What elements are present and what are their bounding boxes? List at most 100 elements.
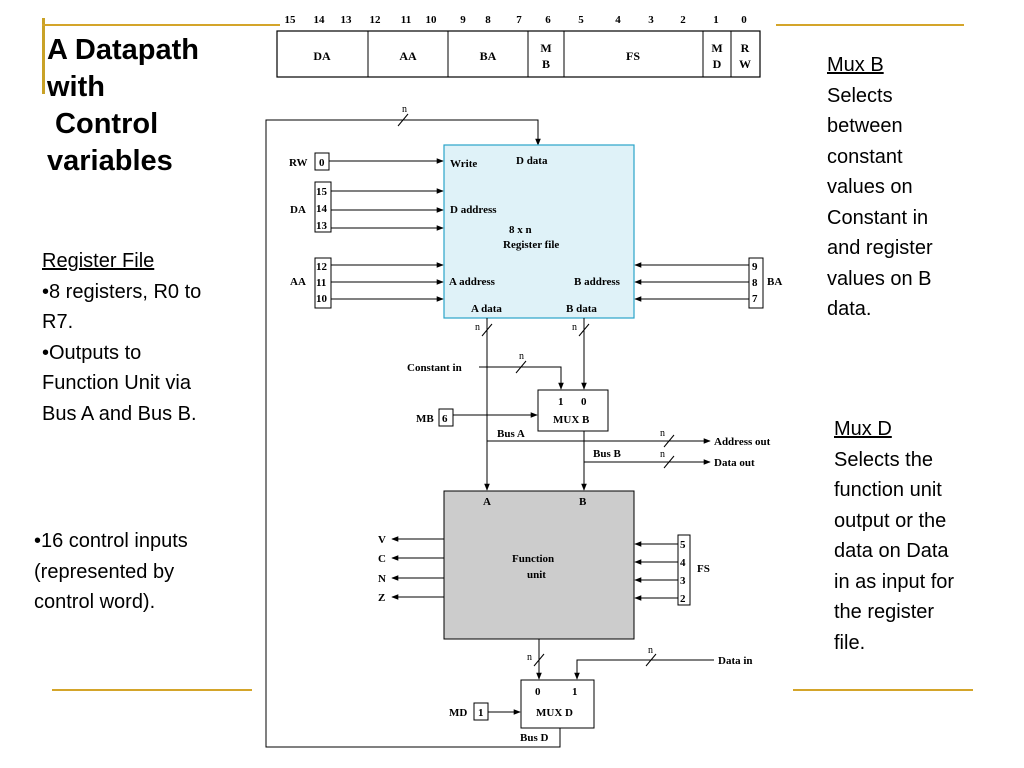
note-line: in as input for: [834, 570, 955, 593]
ba-bit: 9: [752, 261, 758, 273]
bit-number: 7: [516, 14, 522, 26]
a-data-label: A data: [471, 303, 502, 315]
mb-label: MB: [416, 413, 434, 425]
reg-size-label: 8 x n: [509, 224, 532, 236]
bit-number: 1: [713, 14, 719, 26]
aa-bit: 10: [316, 293, 328, 305]
note-line: values on: [827, 176, 913, 198]
data-in-label: Data in: [718, 655, 753, 667]
note-line: Selects the: [834, 448, 933, 471]
fs-bit: 3: [680, 575, 686, 587]
data-out-label: Data out: [714, 457, 755, 469]
ba-bit: 7: [752, 293, 758, 305]
bus-a-label: Bus A: [497, 428, 525, 440]
mux-d-block: [520, 679, 595, 729]
slide-title: A Datapath with Control variables: [47, 32, 257, 180]
ba-label: BA: [767, 276, 782, 288]
write-label: Write: [450, 158, 477, 170]
b-data-label: B data: [566, 303, 597, 315]
bit-number: 4: [615, 14, 621, 26]
mux-b-heading: Mux B: [827, 54, 884, 76]
field-mb: B: [542, 57, 550, 71]
d-data-label: D data: [516, 155, 548, 167]
field-md: M: [711, 41, 722, 55]
mux-b-input-0: 0: [581, 396, 587, 408]
note-line: (represented by: [34, 560, 175, 583]
bit-number: 5: [578, 14, 584, 26]
note-line: •Outputs to: [42, 341, 142, 364]
n-label: n: [402, 104, 407, 115]
bus-b-label: Bus B: [593, 448, 621, 460]
title-line-1: A Datapath: [47, 34, 199, 66]
mux-d-label: MUX D: [536, 707, 573, 719]
fs-label: FS: [697, 563, 710, 575]
bit-number: 15: [285, 14, 297, 26]
n-label: n: [572, 322, 577, 333]
da-label: DA: [290, 204, 306, 216]
rw-bit: 0: [319, 157, 325, 169]
address-out-label: Address out: [714, 436, 771, 448]
bit-number: 0: [741, 14, 747, 26]
flag-c: C: [378, 553, 386, 565]
n-label: n: [519, 351, 524, 362]
mux-b-label: MUX B: [553, 414, 590, 426]
bit-number: 13: [341, 14, 353, 26]
accent-line-bottom-right: [793, 689, 973, 691]
aa-label: AA: [290, 276, 306, 288]
function-label: Function: [512, 553, 554, 565]
mux-b-input-1: 1: [558, 396, 564, 408]
flag-z: Z: [378, 592, 385, 604]
n-label: n: [648, 645, 653, 656]
md-label: MD: [449, 707, 467, 719]
note-line: data on Data: [834, 540, 949, 562]
note-line: Bus A and Bus B.: [42, 402, 197, 425]
rw-label: RW: [289, 157, 308, 169]
note-line: and register: [827, 237, 933, 259]
aa-bit: 11: [316, 277, 326, 289]
note-line: control word).: [34, 591, 156, 613]
note-line: output or the: [834, 509, 947, 532]
field-fs: FS: [626, 49, 640, 63]
constant-in-label: Constant in: [407, 362, 462, 374]
field-mb: M: [540, 41, 551, 55]
note-line: function unit: [834, 479, 942, 501]
accent-line-top-right: [776, 24, 964, 26]
title-line-2: with: [47, 71, 105, 103]
field-da: DA: [313, 49, 331, 63]
accent-vertical-bar: [42, 18, 45, 94]
note-line: the register: [834, 601, 935, 623]
aa-bit: 12: [316, 261, 328, 273]
fu-b-label: B: [579, 496, 587, 508]
note-line: Function Unit via: [42, 372, 191, 394]
b-address-label: B address: [574, 276, 621, 288]
function-unit-block: [443, 490, 635, 640]
field-rw: R: [741, 41, 750, 55]
bit-number: 2: [680, 14, 686, 26]
da-bit: 13: [316, 220, 328, 232]
note-line: between: [827, 115, 903, 137]
note-line: file.: [834, 631, 866, 654]
register-file-label: Register file: [503, 239, 559, 251]
title-line-4: variables: [47, 145, 173, 177]
bus-d-label: Bus D: [520, 732, 548, 744]
unit-label: unit: [527, 569, 546, 581]
n-label: n: [527, 652, 532, 663]
md-bit: 1: [478, 707, 484, 719]
a-address-label: A address: [449, 276, 496, 288]
bit-number: 6: [545, 14, 551, 26]
mux-b-note: Mux B Selects between constant values on…: [827, 50, 1017, 325]
register-file-block: [443, 144, 635, 319]
n-label: n: [660, 449, 665, 460]
register-file-note: Register File •8 registers, R0 to R7. •O…: [42, 246, 257, 429]
bit-number: 12: [370, 14, 382, 26]
mux-d-heading: Mux D: [834, 418, 892, 440]
fs-bit: 5: [680, 539, 686, 551]
fs-bit: 4: [680, 557, 686, 569]
bit-number: 8: [485, 14, 491, 26]
accent-line-bottom-left: [52, 689, 252, 691]
note-line: Constant in: [827, 206, 929, 229]
note-line: •16 control inputs: [34, 530, 188, 552]
note-line: values on B: [827, 267, 932, 290]
mux-b-block: [537, 389, 609, 432]
